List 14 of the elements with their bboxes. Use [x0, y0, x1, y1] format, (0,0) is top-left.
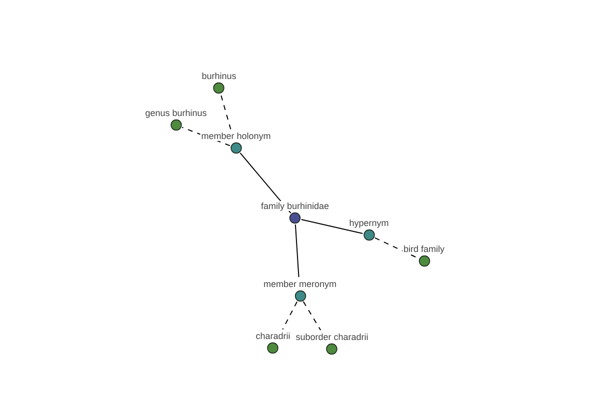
node-label: hypernym: [348, 218, 390, 228]
dashed-connector-line: [302, 301, 322, 331]
dashed-connector-line: [282, 301, 298, 330]
node-label: bird family: [402, 244, 446, 254]
node-label: burhinus: [200, 71, 238, 81]
node-label: genus burhinus: [144, 108, 208, 118]
node-label: family burhinidae: [260, 201, 330, 211]
node-label: suborder charadrii: [294, 332, 370, 342]
dashed-connector-line: [220, 94, 232, 130]
node-label: member meronym: [262, 279, 338, 289]
connector-line: [294, 224, 300, 278]
node-label: charadrii: [254, 331, 292, 341]
node-label: member holonym: [200, 131, 272, 141]
connector-line: [300, 218, 364, 234]
